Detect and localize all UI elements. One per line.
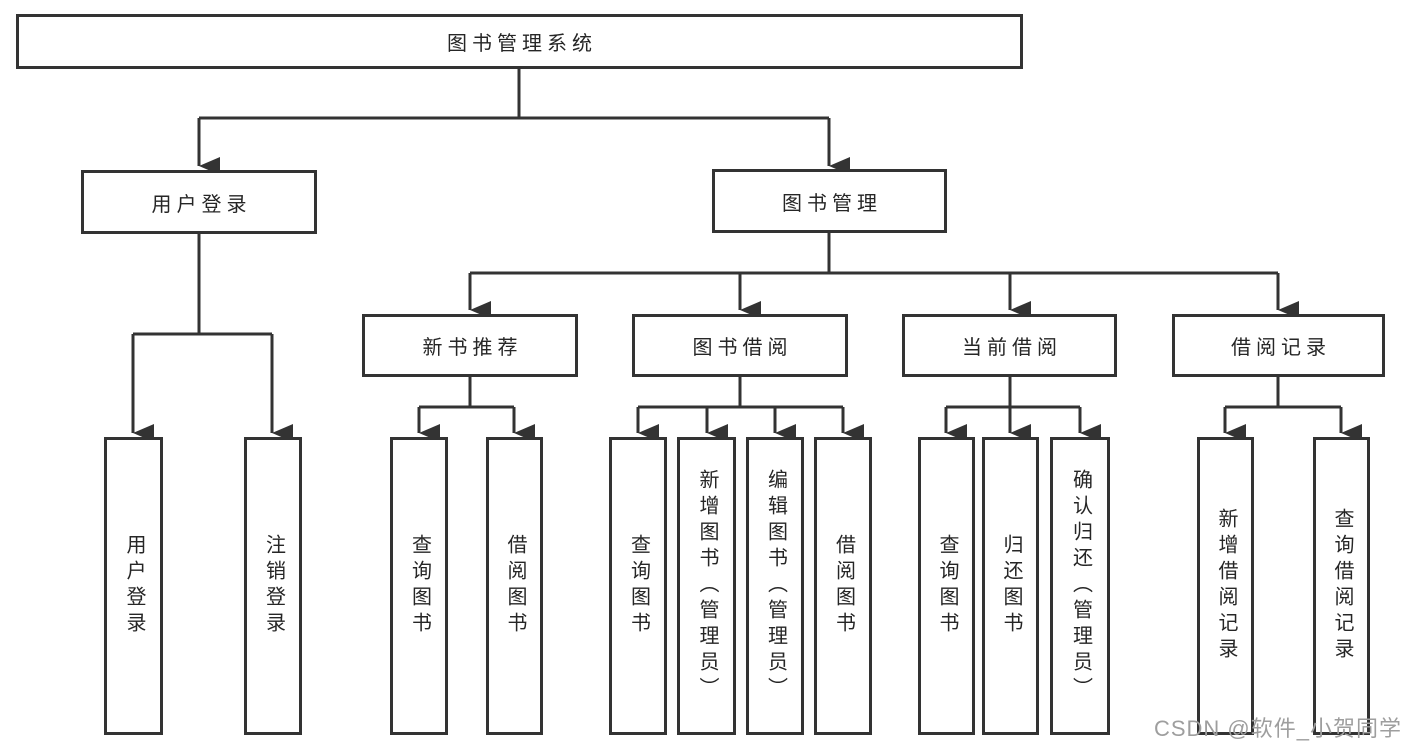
- leaf-add-borrow-record: 新增借阅记录: [1197, 437, 1254, 735]
- connector-book-management: [470, 233, 1278, 275]
- node-label: 图书借阅: [692, 337, 793, 359]
- connector-root: [199, 69, 829, 120]
- node-library-management-system: 图书管理系统: [16, 14, 1023, 69]
- node-new-book-recommend: 新书推荐: [362, 314, 578, 377]
- node-label: 查询图书: [627, 534, 650, 638]
- leaf-return-book: 归还图书: [982, 437, 1039, 735]
- node-label: 确认归还（管理员）: [1069, 469, 1092, 703]
- node-label: 用户登录: [123, 534, 145, 638]
- node-label: 图书管理: [782, 192, 882, 215]
- node-label: 当前借阅: [962, 337, 1062, 359]
- node-borrow-records: 借阅记录: [1172, 314, 1385, 377]
- leaf-borrow-books-recommend: 借阅图书: [486, 437, 543, 735]
- node-label: 查询图书: [408, 534, 431, 638]
- node-current-borrow: 当前借阅: [902, 314, 1117, 377]
- leaf-borrow-books: 借阅图书: [814, 437, 872, 735]
- node-user-login: 用户登录: [81, 170, 317, 234]
- node-label: 查询借阅记录: [1331, 508, 1353, 664]
- connector-new-book: [419, 377, 514, 409]
- leaf-query-books-borrow: 查询图书: [609, 437, 667, 735]
- connector-borrow-records: [1225, 377, 1341, 409]
- leaf-user-login: 用户登录: [104, 437, 163, 735]
- node-label: 借阅图书: [504, 534, 526, 638]
- connector-current-borrow: [946, 377, 1080, 409]
- node-label: 图书管理系统: [447, 33, 597, 55]
- leaf-edit-book-admin: 编辑图书（管理员）: [746, 437, 804, 735]
- connector-book-borrow: [638, 377, 843, 409]
- node-label: 借阅记录: [1231, 337, 1331, 359]
- leaf-confirm-return-admin: 确认归还（管理员）: [1050, 437, 1110, 735]
- node-label: 新增借阅记录: [1215, 508, 1237, 664]
- node-label: 编辑图书（管理员）: [764, 469, 787, 703]
- leaf-query-books-recommend: 查询图书: [390, 437, 448, 735]
- csdn-watermark: CSDN @软件_小贺同学: [1153, 716, 1402, 741]
- node-label: 借阅图书: [832, 534, 855, 638]
- node-book-borrow: 图书借阅: [632, 314, 848, 377]
- node-label: 新书推荐: [422, 337, 523, 359]
- node-book-management: 图书管理: [712, 169, 947, 233]
- leaf-add-book-admin: 新增图书（管理员）: [677, 437, 736, 735]
- node-label: 注销登录: [262, 534, 285, 638]
- leaf-query-borrow-record: 查询借阅记录: [1313, 437, 1370, 735]
- leaf-logout: 注销登录: [244, 437, 302, 735]
- node-label: 查询图书: [936, 534, 958, 638]
- node-label: 新增图书（管理员）: [696, 469, 718, 703]
- node-label: 用户登录: [151, 193, 252, 216]
- leaf-query-books-current: 查询图书: [918, 437, 975, 735]
- node-label: 归还图书: [1000, 534, 1022, 638]
- connector-user-login: [133, 234, 272, 336]
